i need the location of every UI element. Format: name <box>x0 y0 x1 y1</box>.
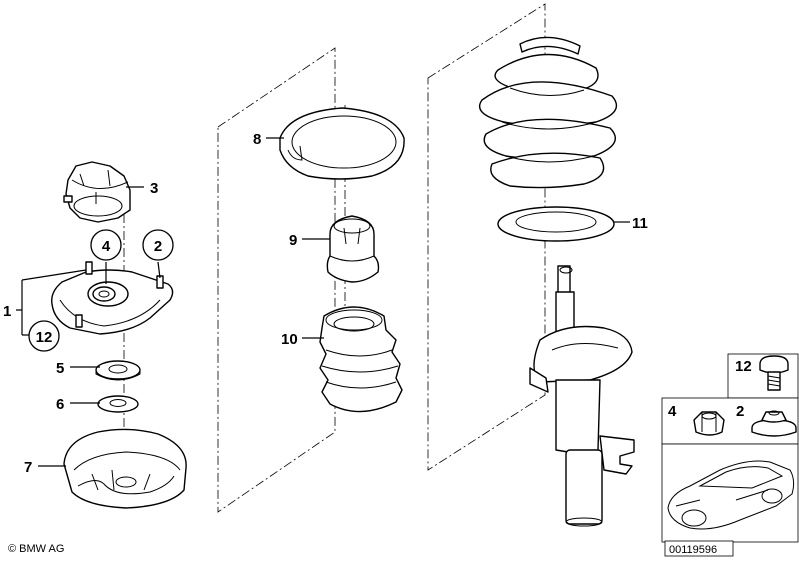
inset-panel: 12 4 2 <box>661 353 799 543</box>
flange-nut-icon[interactable] <box>751 410 797 437</box>
part-6-thin-washer[interactable] <box>97 395 139 413</box>
part-7-spring-seat[interactable] <box>63 428 187 509</box>
callout-9: 9 <box>289 232 297 249</box>
callout-7: 7 <box>24 459 32 476</box>
callout-4: 4 <box>102 238 111 255</box>
callout-6: 6 <box>56 396 64 413</box>
group-frame-middle <box>217 47 336 513</box>
part-1-strut-mount[interactable] <box>51 261 174 335</box>
callout-11: 11 <box>632 215 648 232</box>
coil-spring[interactable] <box>478 36 618 189</box>
diagram-number-box <box>664 540 734 557</box>
leader-lines <box>16 137 630 467</box>
callout-3: 3 <box>150 180 158 197</box>
diagram-number: 00119596 <box>669 544 717 556</box>
callout-5: 5 <box>56 360 64 377</box>
inset-callout-2: 2 <box>736 403 744 420</box>
part-5-washer[interactable] <box>95 360 141 381</box>
part-9-bump-stop[interactable] <box>326 215 380 283</box>
inset-callout-12: 12 <box>735 358 752 375</box>
copyright-text: © BMW AG <box>8 543 64 555</box>
vehicle-outline-icon <box>667 460 795 530</box>
callout-1: 1 <box>3 303 11 320</box>
callout-2-circle <box>142 229 174 261</box>
inset-callout-4: 4 <box>668 403 677 420</box>
inset-box-vehicle <box>661 443 799 543</box>
callout-4-circle <box>90 229 122 261</box>
group-frame-right <box>427 3 546 471</box>
callout-2: 2 <box>154 238 162 255</box>
part-8-spring-pad[interactable] <box>279 107 405 180</box>
part-10-bellows[interactable] <box>319 306 403 413</box>
bolt-icon[interactable] <box>759 355 789 391</box>
callout-12-circle <box>28 320 60 352</box>
self-locking-nut-icon[interactable] <box>693 411 725 436</box>
spring-strut[interactable] <box>529 265 635 527</box>
callout-8: 8 <box>253 131 261 148</box>
part-11-lower-spring-pad[interactable] <box>497 206 615 242</box>
callout-10: 10 <box>281 331 298 348</box>
callout-12: 12 <box>36 329 53 346</box>
part-3-nut-cap[interactable] <box>63 161 131 223</box>
